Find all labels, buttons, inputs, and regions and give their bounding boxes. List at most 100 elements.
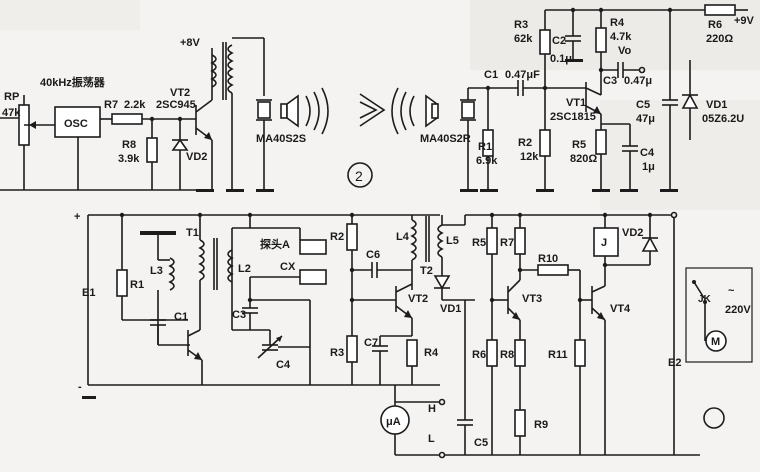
b-r9-resistor [514,409,526,437]
l4-inductor [410,219,417,261]
rx-speaker-icon [425,94,439,128]
vt1-transistor [585,82,602,130]
b-r6-label: R6 [472,349,486,361]
rp-potentiometer [0,95,140,191]
r3-label: R3 [514,19,528,31]
b-c1-label: C1 [174,311,188,323]
r1-label: R1 [478,141,492,153]
rp-label: RP [4,91,19,103]
vd1-type: 05Z6.2U [702,113,744,125]
vt1-type: 2SC1815 [550,111,596,123]
r5-value: 820Ω [570,153,597,165]
l-label: L [428,433,435,445]
l2-inductor [227,249,234,283]
c5-label: C5 [636,99,650,111]
c3-label: C3 [603,75,617,87]
tx-label: MA40S2S [256,133,306,145]
t1-label: T1 [186,227,199,239]
l3-label: L3 [150,265,163,277]
cx-plate [299,269,327,285]
r4-resistor [595,27,607,53]
b-r8-label: R8 [500,349,514,361]
r5-label: R5 [572,139,586,151]
r11-resistor [574,339,586,367]
r8-label: R8 [122,139,136,151]
b-r1-label: R1 [130,279,144,291]
l3-inductor [168,257,175,291]
vt4-label: VT4 [610,303,631,315]
load-box [685,267,753,363]
b-vt1-transistor [187,329,203,385]
c4-label: C4 [640,147,655,159]
b-r5-label: R5 [472,237,486,249]
b-c5-label: C5 [474,437,488,449]
e1-label: E1 [82,287,95,299]
b-r8-resistor [514,339,526,367]
b-c6-label: C6 [366,249,380,261]
r8-resistor [146,137,158,163]
b-r4-resistor [406,339,418,367]
relay-label: J [601,237,607,249]
c1-label: C1 [484,69,498,81]
r11-label: R11 [548,349,568,361]
c5-value: 47μ [636,113,655,125]
b-vd1-diode [433,275,451,290]
motor-icon [705,330,727,352]
vt3-transistor [492,279,521,340]
tx-crystal [257,101,271,119]
figure-number: 2 [355,168,363,184]
osc-block [54,106,101,138]
b-r2-label: R2 [330,231,344,243]
r4-value: 4.7k [610,31,632,43]
r6-label: R6 [708,19,722,31]
b-vd2-label: VD2 [622,227,643,239]
e2-label: E2 [668,357,681,369]
b-vt2-transistor [395,283,413,336]
t2-label: T2 [420,265,433,277]
b-r7-label: R7 [500,237,514,249]
vt2-transistor [195,99,213,190]
r2-resistor [539,129,551,157]
r2-label: R2 [518,137,532,149]
vd2-label: VD2 [186,151,207,163]
r4-label: R4 [610,17,625,29]
figure-number-circle [347,162,373,188]
transformer-secondary-coil [227,44,234,94]
b-r1-resistor [116,269,128,297]
vt1-label: VT1 [566,97,586,109]
ac-voltage-label: 220V [725,304,751,316]
b-c3-label: C3 [232,309,246,321]
b-r9-label: R9 [534,419,548,431]
r6-value: 220Ω [706,33,733,45]
b-vt2-label: VT2 [408,293,428,305]
c2-value: 0.1μ [550,53,572,65]
l2-label: L2 [238,263,251,275]
osc-block-label: OSC [64,118,88,130]
h-label: H [428,403,436,415]
r7-resistor [111,113,143,125]
r10-label: R10 [538,253,558,265]
r3-value: 62k [514,33,533,45]
b-r4-label: R4 [424,347,439,359]
c4-value: 1μ [642,161,655,173]
supply-8v-label: +8V [180,37,201,49]
bottom-circuit: + E1 - R1 L3 C1 T1 [74,211,753,459]
vo-label: Vo [618,45,632,57]
ultrasonic-wave-icon [305,87,415,135]
t1-coil [198,239,205,281]
motor-label: M [711,336,720,348]
b-r5-resistor [486,227,498,255]
l5-inductor [437,224,444,258]
transformer-primary-coil [210,54,217,88]
b-r2-resistor [346,223,358,251]
jk-label: JK [698,294,712,305]
supply-9v-label: +9V [734,15,755,27]
l4-label: L4 [396,231,410,243]
vd1-label: VD1 [706,99,727,111]
r6-resistor [704,4,736,16]
b-c4-label: C4 [276,359,291,371]
vt2-label: VT2 [170,87,190,99]
r1-value: 6.9k [476,155,498,167]
meter-label: μA [386,416,401,428]
